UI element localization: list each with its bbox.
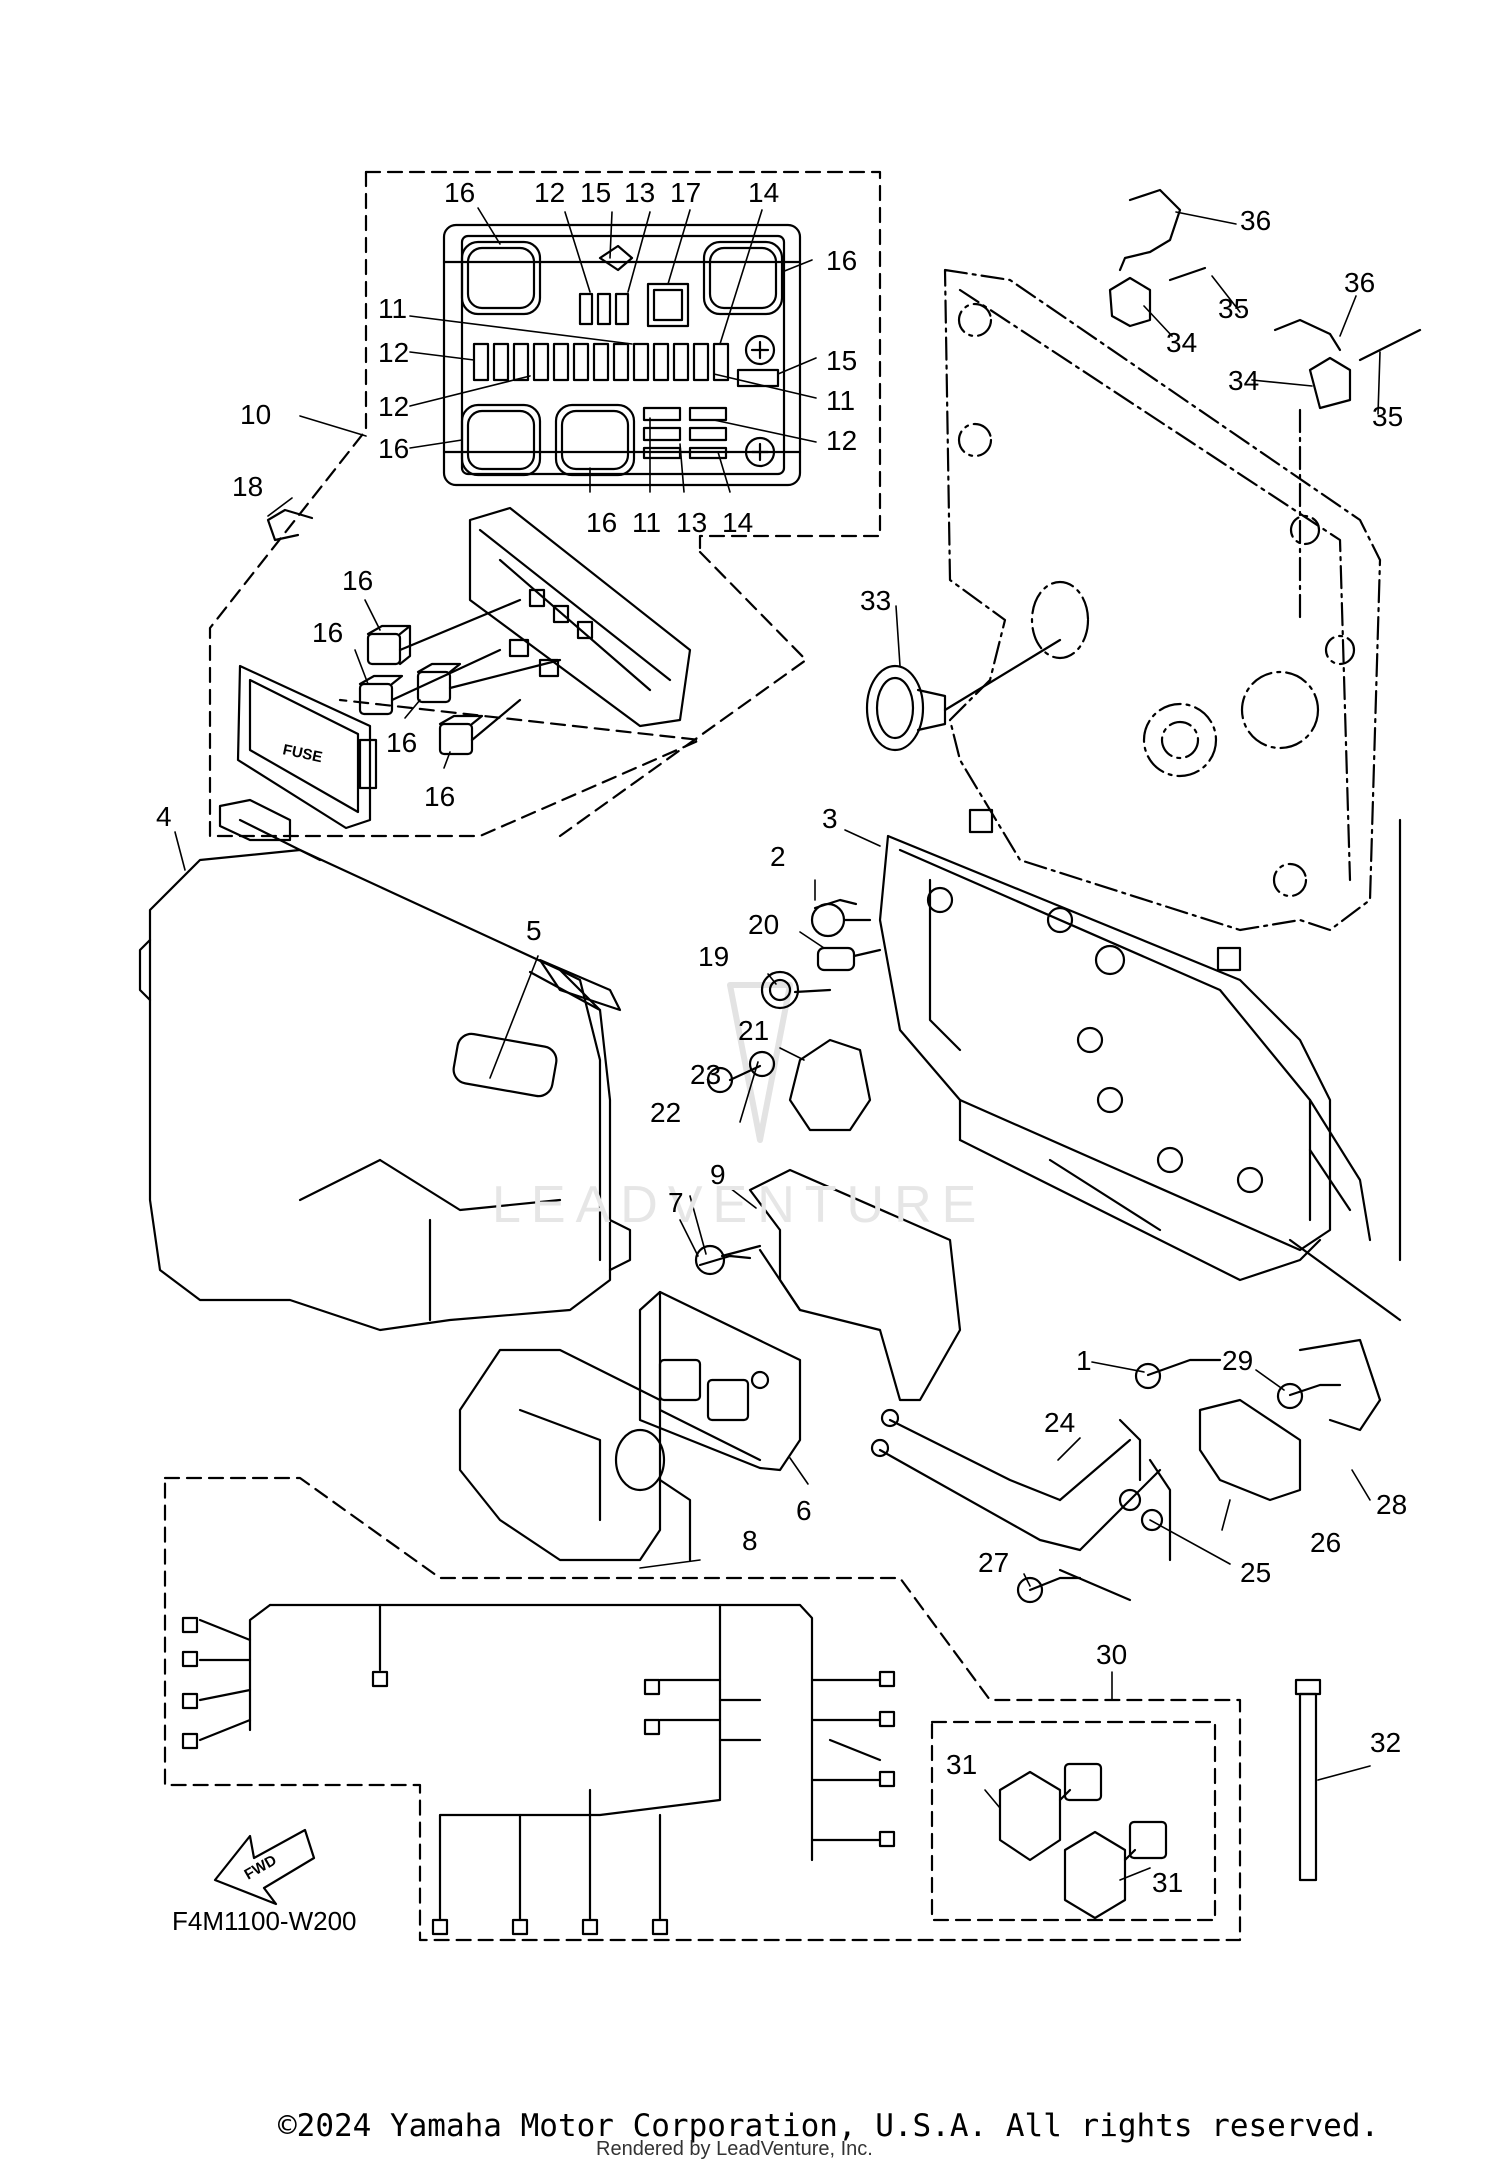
callout-7: 7 bbox=[668, 1187, 684, 1218]
callout-16: 16 bbox=[312, 617, 343, 648]
callout-16: 16 bbox=[424, 781, 455, 812]
callout-16: 16 bbox=[378, 433, 409, 464]
callout-21: 21 bbox=[738, 1015, 769, 1046]
wire-harness bbox=[181, 1603, 896, 1936]
callout-13: 13 bbox=[624, 177, 655, 208]
battery-cables bbox=[870, 1338, 1382, 1602]
callout-24: 24 bbox=[1044, 1407, 1075, 1438]
callout-20: 20 bbox=[748, 909, 779, 940]
mounting-plate bbox=[943, 268, 1382, 932]
callout-25: 25 bbox=[1240, 1557, 1271, 1588]
callout-32: 32 bbox=[1370, 1727, 1401, 1758]
cable-tie bbox=[1294, 1678, 1322, 1882]
bracket bbox=[748, 1168, 962, 1402]
clamps-and-ties bbox=[1108, 188, 1422, 410]
ecu-bracket bbox=[458, 1348, 692, 1562]
callout-26: 26 bbox=[1310, 1527, 1341, 1558]
callout-27: 27 bbox=[978, 1547, 1009, 1578]
leader-lines bbox=[174, 207, 1381, 1881]
callout-11: 11 bbox=[378, 293, 407, 324]
callout-16: 16 bbox=[342, 565, 373, 596]
callout-22: 22 bbox=[650, 1097, 681, 1128]
rendered-by-notice: Rendered by LeadVenture, Inc. bbox=[596, 2138, 873, 2160]
fuse-box-top-view bbox=[442, 223, 802, 487]
callout-12: 12 bbox=[378, 391, 409, 422]
ecu-unit bbox=[638, 1290, 802, 1472]
callout-34: 34 bbox=[1228, 365, 1259, 396]
callout-10: 10 bbox=[240, 399, 271, 430]
wire-harness-frame bbox=[163, 1476, 1242, 1942]
callout-2: 2 bbox=[770, 841, 786, 872]
callout-16: 16 bbox=[826, 245, 857, 276]
callout-9: 9 bbox=[710, 1159, 726, 1190]
callout-16: 16 bbox=[444, 177, 475, 208]
electrical-box-cover bbox=[138, 798, 632, 1332]
callout-18: 18 bbox=[232, 471, 263, 502]
small-parts bbox=[694, 902, 882, 1276]
electrical-box-housing bbox=[878, 808, 1402, 1322]
callout-16: 16 bbox=[386, 727, 417, 758]
callout-29: 29 bbox=[1222, 1345, 1253, 1376]
callout-19: 19 bbox=[698, 941, 729, 972]
callout-11: 11 bbox=[826, 385, 855, 416]
callout-14: 14 bbox=[722, 507, 753, 538]
callout-36: 36 bbox=[1344, 267, 1375, 298]
callout-14: 14 bbox=[748, 177, 779, 208]
callout-31: 31 bbox=[1152, 1867, 1183, 1898]
callout-13: 13 bbox=[676, 507, 707, 538]
callout-15: 15 bbox=[580, 177, 611, 208]
callout-8: 8 bbox=[742, 1525, 758, 1556]
callout-36: 36 bbox=[1240, 205, 1271, 236]
callout-12: 12 bbox=[534, 177, 565, 208]
callout-23: 23 bbox=[690, 1059, 721, 1090]
fuse-box-detail-frame bbox=[208, 170, 882, 838]
callout-28: 28 bbox=[1376, 1489, 1407, 1520]
callout-16: 16 bbox=[586, 507, 617, 538]
fwd-label: FWD bbox=[242, 1852, 280, 1884]
callout-34: 34 bbox=[1166, 327, 1197, 358]
callout-numbers: 16 12 15 13 17 14 16 11 12 15 12 11 10 1… bbox=[156, 177, 1407, 1936]
callout-35: 35 bbox=[1218, 293, 1249, 324]
callout-17: 17 bbox=[670, 177, 701, 208]
bolts bbox=[266, 508, 1342, 1604]
callout-15: 15 bbox=[826, 345, 857, 376]
callout-3: 3 bbox=[822, 803, 838, 834]
watermark-text: LEADVENTURE bbox=[492, 1176, 986, 1234]
callout-35: 35 bbox=[1372, 401, 1403, 432]
callout-1: 1 bbox=[1076, 1345, 1092, 1376]
callout-33: 33 bbox=[860, 585, 891, 616]
fuse-label: FUSE bbox=[281, 741, 324, 766]
callout-12: 12 bbox=[378, 337, 409, 368]
sensors bbox=[998, 1762, 1168, 1920]
callout-6: 6 bbox=[796, 1495, 812, 1526]
fwd-arrow-icon bbox=[213, 1828, 316, 1906]
callout-4: 4 bbox=[156, 801, 172, 832]
callout-11: 11 bbox=[632, 507, 661, 538]
callout-31: 31 bbox=[946, 1749, 977, 1780]
callout-12: 12 bbox=[826, 425, 857, 456]
copyright-notice: ©2024 Yamaha Motor Corporation, U.S.A. A… bbox=[278, 2108, 1380, 2144]
callout-30: 30 bbox=[1096, 1639, 1127, 1670]
fuse-box-assembly: FUSE bbox=[236, 506, 692, 830]
grommet bbox=[865, 638, 1062, 752]
callout-5: 5 bbox=[526, 915, 542, 946]
diagram-code: F4M1100-W200 bbox=[172, 1906, 357, 1936]
